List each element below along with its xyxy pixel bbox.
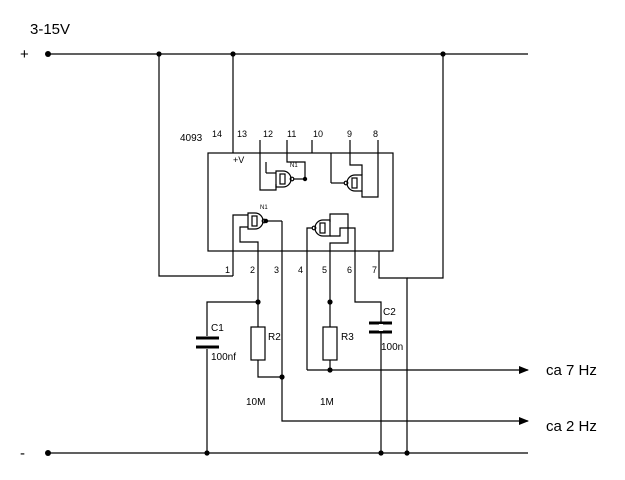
c1-value: 100nf (211, 352, 236, 363)
gate-lower-left-label: N1 (260, 205, 268, 211)
wire-pin7-to-plus (407, 54, 444, 279)
minus-terminal (45, 450, 51, 456)
nand-gate-lower-left: N1 (232, 205, 283, 251)
ic-vcc-label: +V (233, 155, 244, 165)
pin-6-lead (354, 251, 382, 453)
output-7hz-label: ca 7 Hz (546, 362, 597, 379)
pin-8-label: 8 (373, 129, 378, 139)
junction-pin7-gnd (404, 450, 410, 456)
pin-10-label: 10 (313, 129, 323, 139)
supply-voltage-label: 3-15V (30, 21, 70, 38)
pin-6-label: 6 (347, 265, 352, 275)
r2-body (250, 326, 266, 361)
c2-name: C2 (383, 307, 396, 318)
junction-plus-left (156, 51, 162, 57)
nand-gate-upper-left: N1 (259, 153, 308, 191)
wire-r2-bottom (257, 360, 282, 378)
ic-part-label: 4093 (180, 133, 203, 144)
gate-upper-left-label: N1 (290, 163, 298, 169)
c2-gap (379, 324, 383, 331)
wire-pin1-to-plus (158, 54, 233, 277)
output-2hz-line (281, 377, 529, 425)
r3-value: 1M (320, 397, 334, 408)
c1-name: C1 (211, 323, 224, 334)
pin-13-label: 13 (237, 129, 247, 139)
pin-3-label: 3 (274, 265, 279, 275)
junction-plus-right (440, 51, 446, 57)
pin-2-label: 2 (250, 265, 255, 275)
pin-7-label: 7 (372, 265, 377, 275)
plus-sign: + (20, 46, 29, 63)
r2-name: R2 (268, 332, 281, 343)
pin-4-label: 4 (298, 265, 303, 275)
junction-c1-gnd (204, 450, 210, 456)
r2-value: 10M (246, 397, 265, 408)
plus-terminal (45, 51, 51, 57)
pin-7-lead (378, 251, 408, 453)
minus-sign: - (20, 445, 25, 462)
ic-4093-body (207, 152, 394, 252)
junction-plus-mid (230, 51, 236, 57)
pin-12-label: 12 (263, 129, 273, 139)
output-2hz-label: ca 2 Hz (546, 418, 597, 435)
r3-name: R3 (341, 332, 354, 343)
pin-14-label: 14 (212, 129, 222, 139)
nand-gate-lower-right (306, 213, 356, 251)
wire-c1-top (206, 301, 258, 336)
pin-9-label: 9 (347, 129, 352, 139)
pin-11-label: 11 (287, 129, 296, 139)
c2-value: 100n (381, 342, 403, 353)
pin-1-label: 1 (225, 265, 230, 275)
r3-body (322, 326, 338, 361)
nand-gate-upper-right (330, 153, 379, 198)
pin-5-label: 5 (322, 265, 327, 275)
junction-c2-gnd (378, 450, 384, 456)
